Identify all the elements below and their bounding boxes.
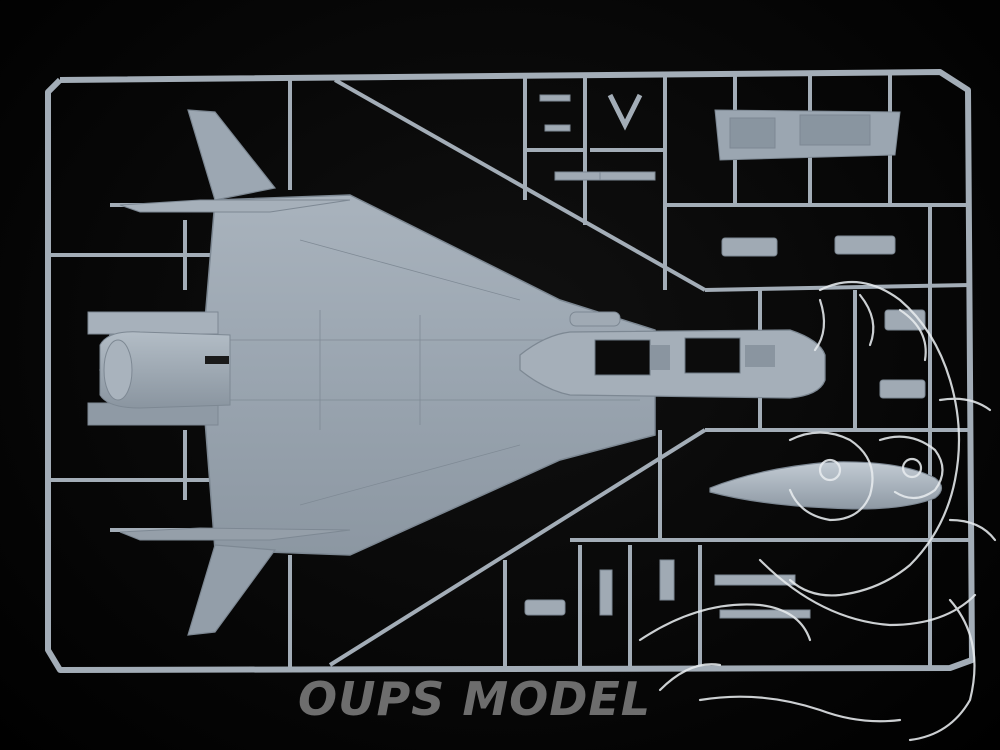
canopy-part (709, 461, 943, 510)
mascot-watermark (638, 280, 997, 742)
sprue-frame (45, 69, 975, 673)
cockpit-part (519, 311, 826, 399)
fuselage-wing-part (87, 109, 656, 636)
brand-watermark-text: OUPS MODEL (298, 672, 652, 726)
small-parts (524, 93, 926, 619)
